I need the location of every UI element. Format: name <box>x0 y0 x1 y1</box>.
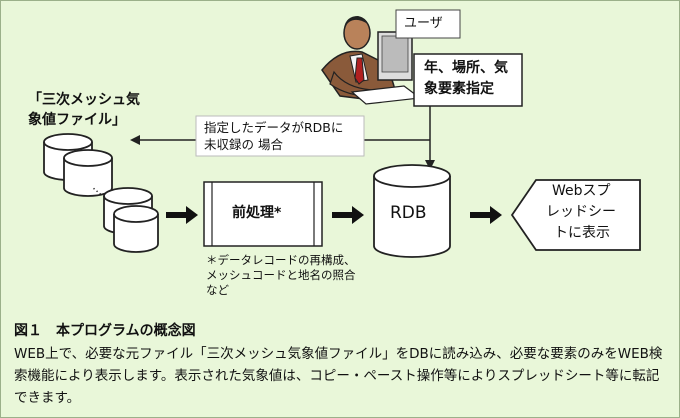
request-box <box>413 53 523 107</box>
request-label-line-2: 象要素指定 <box>424 81 494 97</box>
fallback-note-line-1: 指定したデータがRDBに <box>204 120 344 135</box>
web-label-line-3: トに表示 <box>554 225 610 241</box>
caption-body: WEB上で、必要な元ファイル「三次メッシュ気象値ファイル」をDBに読み込み、必要… <box>14 346 663 406</box>
rdb-label: RDB <box>390 203 427 223</box>
fallback-arrow-head <box>130 135 140 145</box>
source-label-line-2: 象値ファイル」 <box>28 112 126 128</box>
fallback-note-box <box>195 115 365 157</box>
source-label-line-1: 「三次メッシュ気 <box>28 92 140 108</box>
flow-arrow-2 <box>332 206 364 224</box>
rdb-cylinder <box>373 164 451 258</box>
preprocess-label: 前処理* <box>232 205 282 221</box>
user-illustration <box>321 16 422 105</box>
preprocess-box <box>203 181 323 247</box>
web-label-line-1: Webスプ <box>552 183 611 199</box>
request-arrow-head <box>425 160 435 170</box>
web-label-line-2: レッドシー <box>546 204 616 220</box>
flow-arrow-1 <box>166 206 198 224</box>
user-label-box <box>395 9 461 39</box>
fallback-note-line-2: 未収録の 場合 <box>204 137 283 152</box>
source-file-cylinders <box>43 133 159 253</box>
flow-arrow-3 <box>470 206 502 224</box>
preprocess-note-line-2: メッシュコードと地名の照合 <box>206 268 356 282</box>
request-label-line-1: 年、場所、気 <box>424 60 508 76</box>
preprocess-note-line-1: ＊データレコードの再構成、 <box>206 253 356 267</box>
web-display-shape <box>510 179 641 251</box>
preprocess-note-line-3: など <box>206 283 229 297</box>
caption-title: 図１ 本プログラムの概念図 <box>14 323 196 339</box>
user-label: ユーザ <box>404 16 443 31</box>
